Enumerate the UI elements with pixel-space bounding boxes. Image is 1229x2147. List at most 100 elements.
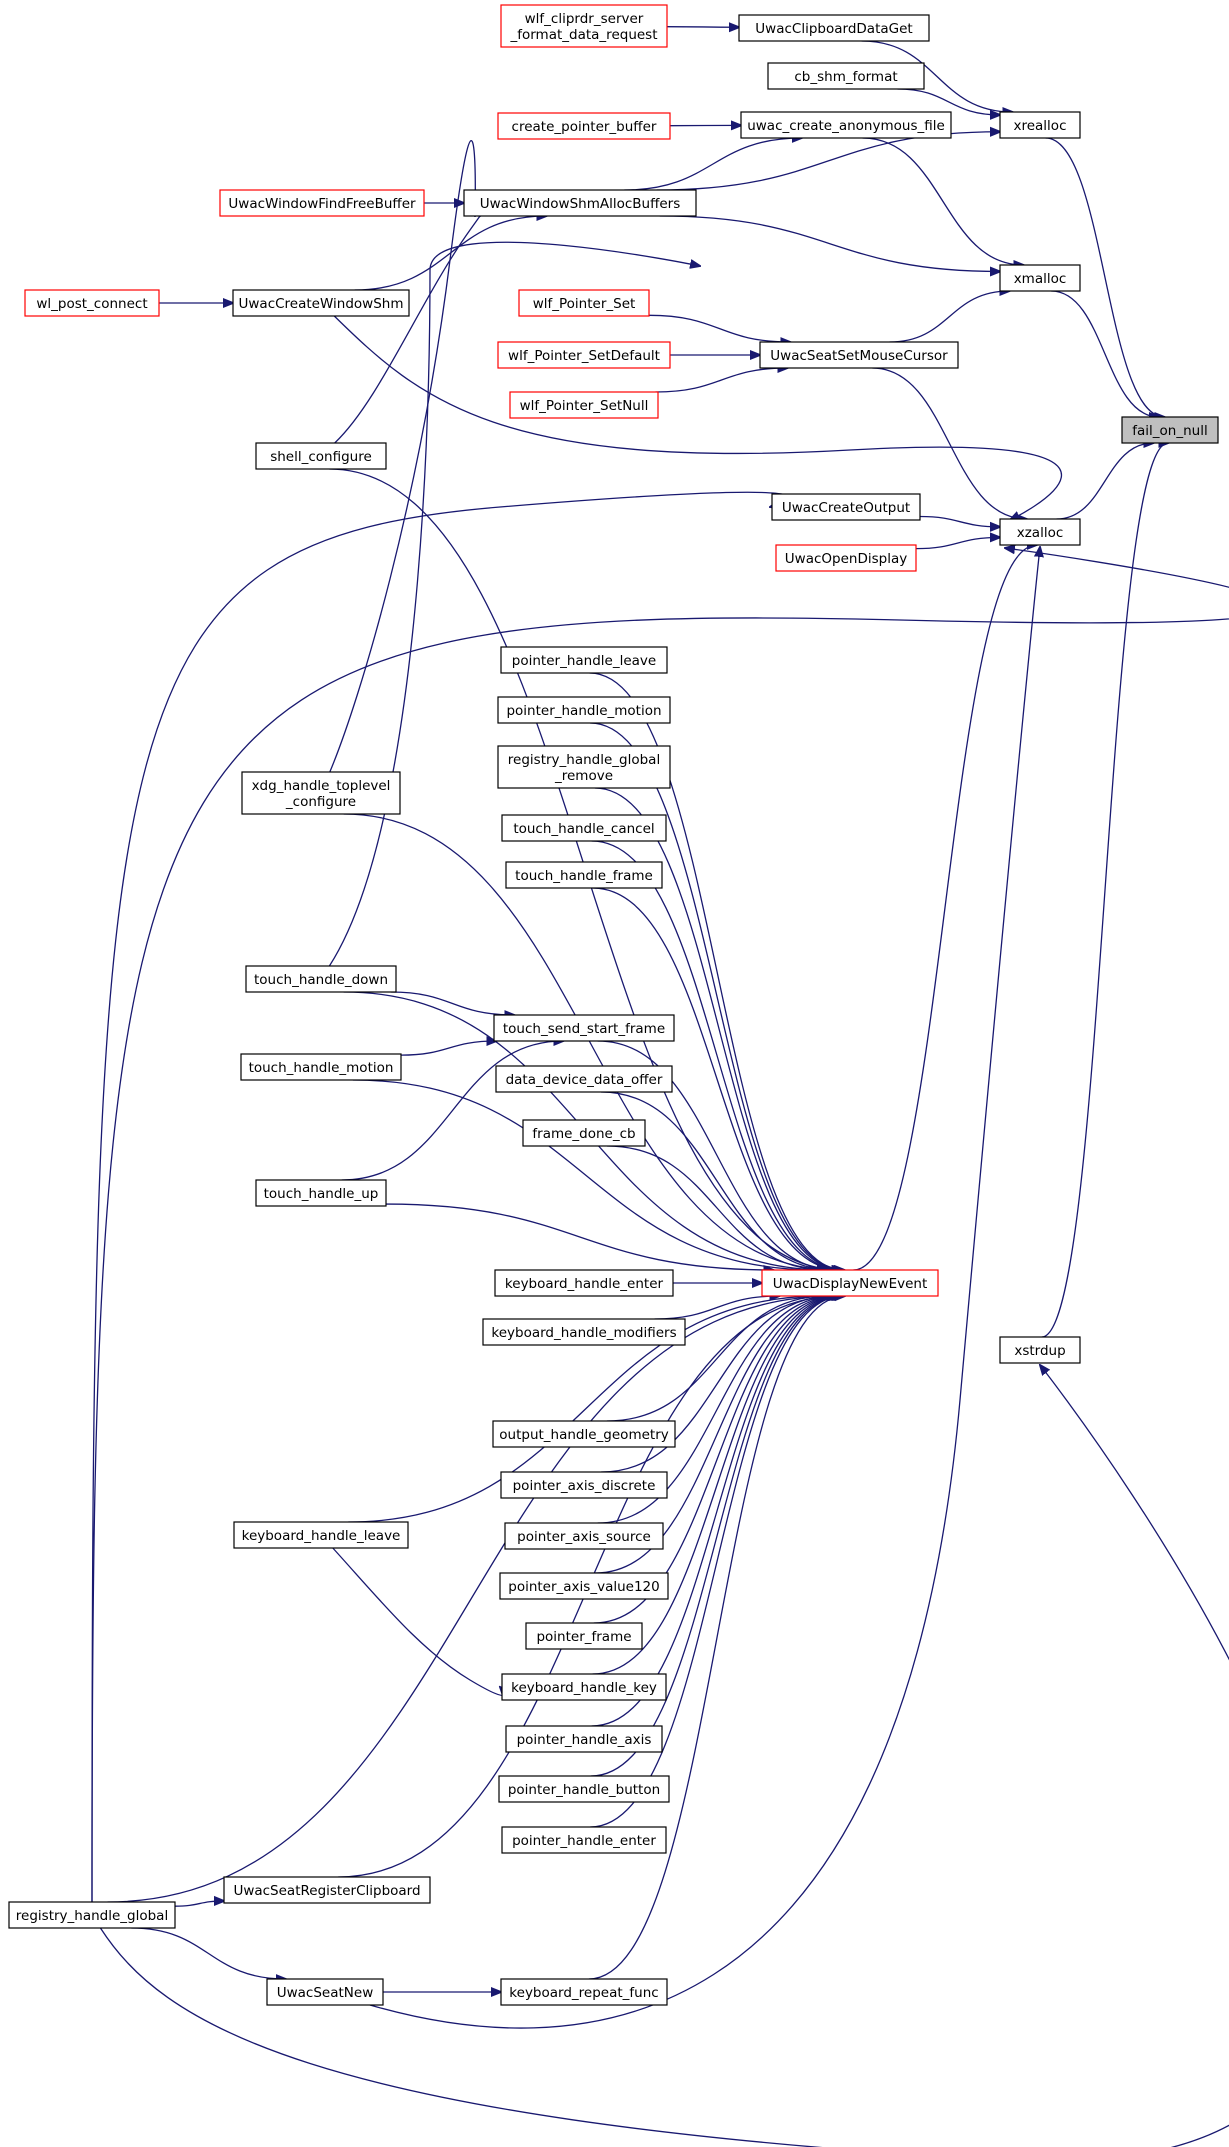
node-box[interactable] <box>241 771 401 815</box>
node-box[interactable] <box>497 696 671 724</box>
node-box[interactable] <box>24 289 160 317</box>
node-output_handle_geometry[interactable]: output_handle_geometry <box>492 1420 676 1448</box>
node-touch_handle_motion[interactable]: touch_handle_motion <box>240 1053 402 1081</box>
node-UwacClipboardDataGet[interactable]: UwacClipboardDataGet <box>738 14 930 42</box>
node-box[interactable] <box>999 1336 1081 1364</box>
node-frame_done_cb[interactable]: frame_done_cb <box>522 1119 646 1147</box>
node-keyboard_handle_enter[interactable]: keyboard_handle_enter <box>494 1269 674 1297</box>
node-box[interactable] <box>522 1119 646 1147</box>
node-box[interactable] <box>499 1572 669 1600</box>
node-keyboard_handle_leave[interactable]: keyboard_handle_leave <box>233 1521 409 1549</box>
node-box[interactable] <box>492 1420 676 1448</box>
node-wlf_Pointer_SetDefault[interactable]: wlf_Pointer_SetDefault <box>497 341 671 369</box>
node-box[interactable] <box>500 1471 668 1499</box>
node-box[interactable] <box>509 391 659 419</box>
node-fail_on_null[interactable]: fail_on_null <box>1121 416 1219 444</box>
node-box[interactable] <box>505 861 663 889</box>
node-box[interactable] <box>1121 416 1219 444</box>
node-box[interactable] <box>233 1521 409 1549</box>
node-box[interactable] <box>482 1318 686 1346</box>
node-box[interactable] <box>518 289 650 317</box>
node-box[interactable] <box>498 1775 670 1803</box>
node-box[interactable] <box>494 1269 674 1297</box>
node-box[interactable] <box>761 1269 939 1297</box>
node-box[interactable] <box>775 544 917 572</box>
node-keyboard_handle_modifiers[interactable]: keyboard_handle_modifiers <box>482 1318 686 1346</box>
node-box[interactable] <box>740 111 952 139</box>
node-wlf_cliprdr[interactable]: wlf_cliprdr_server_format_data_request <box>500 4 668 48</box>
node-UwacSeatRegisterClipboard[interactable]: UwacSeatRegisterClipboard <box>223 1876 431 1904</box>
node-box[interactable] <box>223 1876 431 1904</box>
node-touch_handle_down[interactable]: touch_handle_down <box>245 965 397 993</box>
node-box[interactable] <box>219 189 425 217</box>
node-uwac_create_anonymous_file[interactable]: uwac_create_anonymous_file <box>740 111 952 139</box>
node-pointer_handle_leave[interactable]: pointer_handle_leave <box>500 646 668 674</box>
node-box[interactable] <box>504 1522 664 1550</box>
node-box[interactable] <box>505 1725 663 1753</box>
node-box[interactable] <box>999 111 1081 139</box>
node-touch_handle_frame[interactable]: touch_handle_frame <box>505 861 663 889</box>
node-xmalloc[interactable]: xmalloc <box>999 264 1081 292</box>
node-pointer_axis_discrete[interactable]: pointer_axis_discrete <box>500 1471 668 1499</box>
node-wl_post_connect[interactable]: wl_post_connect <box>24 289 160 317</box>
node-box[interactable] <box>500 4 668 48</box>
node-box[interactable] <box>497 745 671 789</box>
node-box[interactable] <box>497 112 671 140</box>
node-UwacSeatSetMouseCursor[interactable]: UwacSeatSetMouseCursor <box>759 341 959 369</box>
node-pointer_handle_enter[interactable]: pointer_handle_enter <box>501 1826 667 1854</box>
node-pointer_handle_motion[interactable]: pointer_handle_motion <box>497 696 671 724</box>
node-box[interactable] <box>245 965 397 993</box>
node-keyboard_repeat_func[interactable]: keyboard_repeat_func <box>500 1978 668 2006</box>
node-create_pointer_buffer[interactable]: create_pointer_buffer <box>497 112 671 140</box>
node-box[interactable] <box>8 1901 176 1929</box>
node-UwacCreateOutput[interactable]: UwacCreateOutput <box>771 493 921 521</box>
node-UwacWindowFindFreeBuffer[interactable]: UwacWindowFindFreeBuffer <box>219 189 425 217</box>
node-xzalloc[interactable]: xzalloc <box>999 518 1081 546</box>
node-shell_configure[interactable]: shell_configure <box>255 442 387 470</box>
node-UwacCreateWindowShm[interactable]: UwacCreateWindowShm <box>232 289 410 317</box>
node-UwacOpenDisplay[interactable]: UwacOpenDisplay <box>775 544 917 572</box>
node-registry_handle_global[interactable]: registry_handle_global <box>8 1901 176 1929</box>
node-box[interactable] <box>501 814 667 842</box>
node-UwacSeatNew[interactable]: UwacSeatNew <box>266 1978 384 2006</box>
node-UwacWindowShmAllocBuffers[interactable]: UwacWindowShmAllocBuffers <box>463 189 697 217</box>
node-pointer_handle_button[interactable]: pointer_handle_button <box>498 1775 670 1803</box>
node-cb_shm_format[interactable]: cb_shm_format <box>767 62 925 90</box>
node-xrealloc[interactable]: xrealloc <box>999 111 1081 139</box>
node-box[interactable] <box>999 518 1081 546</box>
node-box[interactable] <box>767 62 925 90</box>
node-wlf_Pointer_Set[interactable]: wlf_Pointer_Set <box>518 289 650 317</box>
node-box[interactable] <box>771 493 921 521</box>
node-registry_handle_global_remove[interactable]: registry_handle_global_remove <box>497 745 671 789</box>
node-box[interactable] <box>525 1622 643 1650</box>
node-box[interactable] <box>759 341 959 369</box>
node-UwacDisplayNewEvent[interactable]: UwacDisplayNewEvent <box>761 1269 939 1297</box>
node-touch_handle_cancel[interactable]: touch_handle_cancel <box>501 814 667 842</box>
node-box[interactable] <box>999 264 1081 292</box>
node-box[interactable] <box>495 1065 673 1093</box>
node-touch_handle_up[interactable]: touch_handle_up <box>255 1179 387 1207</box>
node-pointer_axis_value120[interactable]: pointer_axis_value120 <box>499 1572 669 1600</box>
node-box[interactable] <box>266 1978 384 2006</box>
node-pointer_frame[interactable]: pointer_frame <box>525 1622 643 1650</box>
node-box[interactable] <box>501 1673 667 1701</box>
node-touch_send_start_frame[interactable]: touch_send_start_frame <box>493 1014 675 1042</box>
node-data_device_data_offer[interactable]: data_device_data_offer <box>495 1065 673 1093</box>
node-box[interactable] <box>232 289 410 317</box>
node-wlf_Pointer_SetNull[interactable]: wlf_Pointer_SetNull <box>509 391 659 419</box>
node-pointer_handle_axis[interactable]: pointer_handle_axis <box>505 1725 663 1753</box>
node-box[interactable] <box>255 442 387 470</box>
node-box[interactable] <box>500 1978 668 2006</box>
node-box[interactable] <box>738 14 930 42</box>
node-keyboard_handle_key[interactable]: keyboard_handle_key <box>501 1673 667 1701</box>
node-box[interactable] <box>501 1826 667 1854</box>
node-box[interactable] <box>500 646 668 674</box>
node-box[interactable] <box>497 341 671 369</box>
node-pointer_axis_source[interactable]: pointer_axis_source <box>504 1522 664 1550</box>
node-box[interactable] <box>240 1053 402 1081</box>
node-xdg_handle_toplevel_configure[interactable]: xdg_handle_toplevel_configure <box>241 771 401 815</box>
node-box[interactable] <box>463 189 697 217</box>
node-box[interactable] <box>493 1014 675 1042</box>
node-xstrdup[interactable]: xstrdup <box>999 1336 1081 1364</box>
node-box[interactable] <box>255 1179 387 1207</box>
